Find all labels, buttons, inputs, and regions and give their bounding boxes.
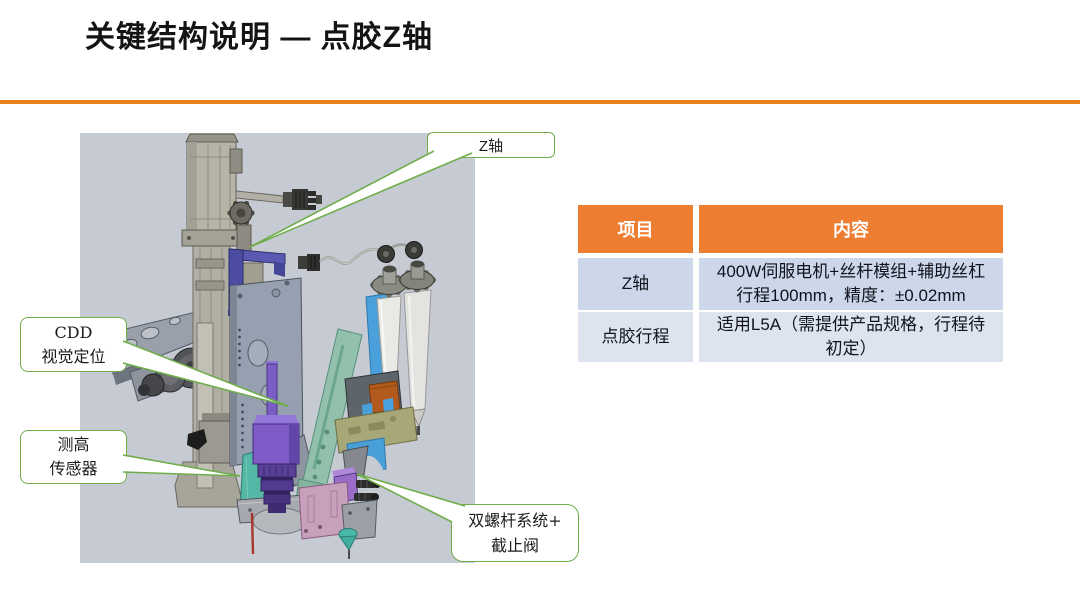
table-header-item: 项目 (578, 205, 693, 253)
spec-table: 项目 内容 Z轴 400W伺服电机+丝杆模组+辅助丝杠 行程100mm，精度：±… (578, 205, 1003, 362)
callout-screw-system: 双螺杆系统+ 截止阀 (451, 504, 579, 562)
table-header-content: 内容 (699, 205, 1003, 253)
table-row-stroke-item: 点胶行程 (578, 312, 693, 362)
callout-screw-system-label: 双螺杆系统+ 截止阀 (468, 511, 562, 555)
probe-needle (250, 512, 255, 555)
callout-height-sensor-label: 测高 传感器 (49, 435, 98, 478)
machine-figure (80, 133, 475, 563)
table-row-stroke-content: 适用L5A（需提供产品规格，行程待 初定） (699, 312, 1003, 362)
callout-z-axis-label: Z轴 (478, 137, 504, 155)
title-divider-rule (0, 100, 1080, 104)
callout-cdd-vision: CDD 视觉定位 (20, 317, 127, 372)
table-row-z-axis-content: 400W伺服电机+丝杆模组+辅助丝杠 行程100mm，精度：±0.02mm (699, 258, 1003, 310)
machine-render (112, 133, 436, 559)
page-title: 关键结构说明 — 点胶Z轴 (85, 21, 433, 54)
cables (298, 241, 423, 271)
callout-z-axis: Z轴 (427, 132, 555, 158)
dispense-tip (338, 528, 358, 559)
servo-motor (181, 133, 322, 254)
callout-cdd-label: CDD 视觉定位 (41, 322, 106, 366)
valve-block-olive (334, 406, 418, 454)
table-row-z-axis-item: Z轴 (578, 258, 693, 310)
syringe-right (398, 260, 436, 435)
callout-height-sensor: 测高 传感器 (20, 430, 127, 484)
